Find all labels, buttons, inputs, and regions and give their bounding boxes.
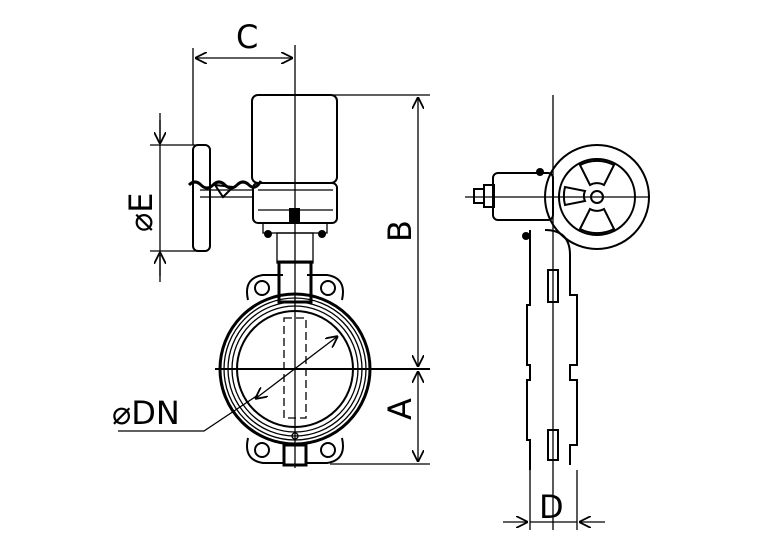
dn-label: ⌀DN xyxy=(112,394,180,432)
b-label: B xyxy=(381,220,419,242)
side-body xyxy=(526,229,578,470)
valve-bore xyxy=(236,310,354,428)
side-view: D xyxy=(465,95,650,530)
side-handwheel xyxy=(544,144,650,250)
bottom-lugs xyxy=(246,437,344,464)
dn-leader xyxy=(118,394,259,432)
d-label: D xyxy=(539,488,564,526)
indicator-block xyxy=(289,208,300,222)
valve-body xyxy=(218,292,372,446)
e-label: ⌀E xyxy=(122,193,160,232)
front-view: ⌀DN C ⌀E B A xyxy=(112,18,430,468)
a-label: A xyxy=(381,398,419,420)
top-lugs xyxy=(246,274,344,301)
c-label: C xyxy=(236,18,258,56)
chain xyxy=(187,180,263,190)
manual-handwheel xyxy=(192,144,211,252)
dn-dimension-line xyxy=(255,336,338,399)
